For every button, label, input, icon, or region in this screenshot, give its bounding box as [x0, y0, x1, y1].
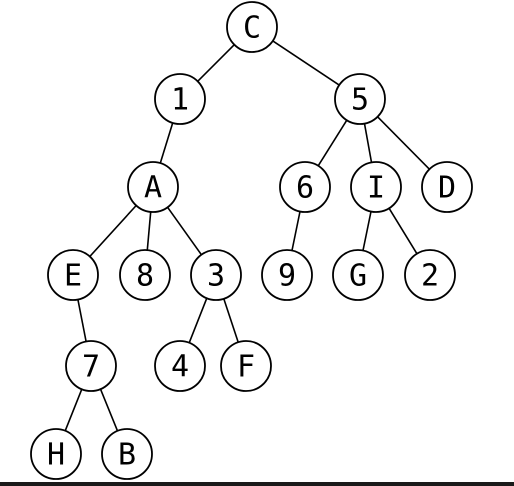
tree-node-5: 5	[334, 73, 386, 125]
tree-node-6: 6	[279, 161, 331, 213]
node-label: 8	[136, 259, 154, 294]
tree-node-4: 4	[154, 340, 206, 392]
tree-node-D: D	[421, 161, 473, 213]
node-label: 4	[171, 350, 189, 385]
edge-3-F	[223, 298, 239, 343]
tree-edges	[64, 40, 430, 432]
edge-A-E	[89, 204, 137, 258]
node-label: G	[349, 259, 367, 294]
bottom-border	[0, 482, 514, 486]
node-circle	[332, 249, 384, 301]
node-label: I	[367, 171, 385, 206]
node-circle	[220, 340, 272, 392]
edge-A-3	[166, 206, 203, 256]
node-circle	[279, 161, 331, 213]
edge-E-7	[77, 299, 87, 342]
node-label: 5	[351, 83, 369, 118]
node-circle	[334, 73, 386, 125]
node-label: 7	[82, 350, 100, 385]
node-label: 9	[278, 259, 296, 294]
tree-node-9: 9	[261, 249, 313, 301]
node-circle	[119, 249, 171, 301]
edge-7-H	[64, 388, 83, 432]
node-circle	[154, 340, 206, 392]
tree-node-H: H	[30, 428, 82, 480]
tree-node-2: 2	[404, 249, 456, 301]
node-circle	[404, 249, 456, 301]
tree-node-E: E	[47, 249, 99, 301]
tree-node-3: 3	[190, 249, 242, 301]
tree-nodes: C 1 5A 6 I D E 8 3 9 G 2 7 4 F H B	[30, 1, 473, 480]
node-label: H	[47, 438, 65, 473]
node-label: 1	[171, 83, 189, 118]
node-circle	[30, 428, 82, 480]
tree-node-G: G	[332, 249, 384, 301]
tree-node-A: A	[127, 161, 179, 213]
tree-node-1: 1	[154, 73, 206, 125]
node-label: A	[144, 171, 162, 206]
node-label: E	[64, 259, 82, 294]
tree-node-I: I	[350, 161, 402, 213]
edge-C-5	[272, 40, 340, 86]
node-label: D	[438, 171, 456, 206]
node-circle	[350, 161, 402, 213]
tree-node-B: B	[101, 428, 153, 480]
edge-6-9	[291, 211, 301, 251]
tree-node-8: 8	[119, 249, 171, 301]
node-label: B	[118, 438, 136, 473]
edge-A-8	[146, 211, 152, 251]
node-label: F	[237, 350, 255, 385]
edge-7-B	[99, 388, 119, 432]
edge-5-6	[317, 119, 348, 167]
node-label: C	[243, 11, 261, 46]
edge-I-2	[388, 207, 418, 255]
node-label: 3	[207, 259, 225, 294]
tree-node-7: 7	[65, 340, 117, 392]
edge-5-I	[363, 123, 373, 163]
node-circle	[127, 161, 179, 213]
edge-5-D	[377, 116, 430, 170]
tree-node-F: F	[220, 340, 272, 392]
node-circle	[47, 249, 99, 301]
node-circle	[154, 73, 206, 125]
node-circle	[226, 1, 278, 53]
node-circle	[261, 249, 313, 301]
edge-I-G	[362, 211, 372, 251]
edge-C-1	[197, 44, 235, 82]
edge-1-A	[159, 122, 174, 164]
node-circle	[101, 428, 153, 480]
node-label: 6	[296, 171, 314, 206]
node-circle	[421, 161, 473, 213]
node-circle	[190, 249, 242, 301]
node-circle	[65, 340, 117, 392]
tree-node-C: C	[226, 1, 278, 53]
edge-3-4	[188, 297, 208, 344]
node-label: 2	[421, 259, 439, 294]
